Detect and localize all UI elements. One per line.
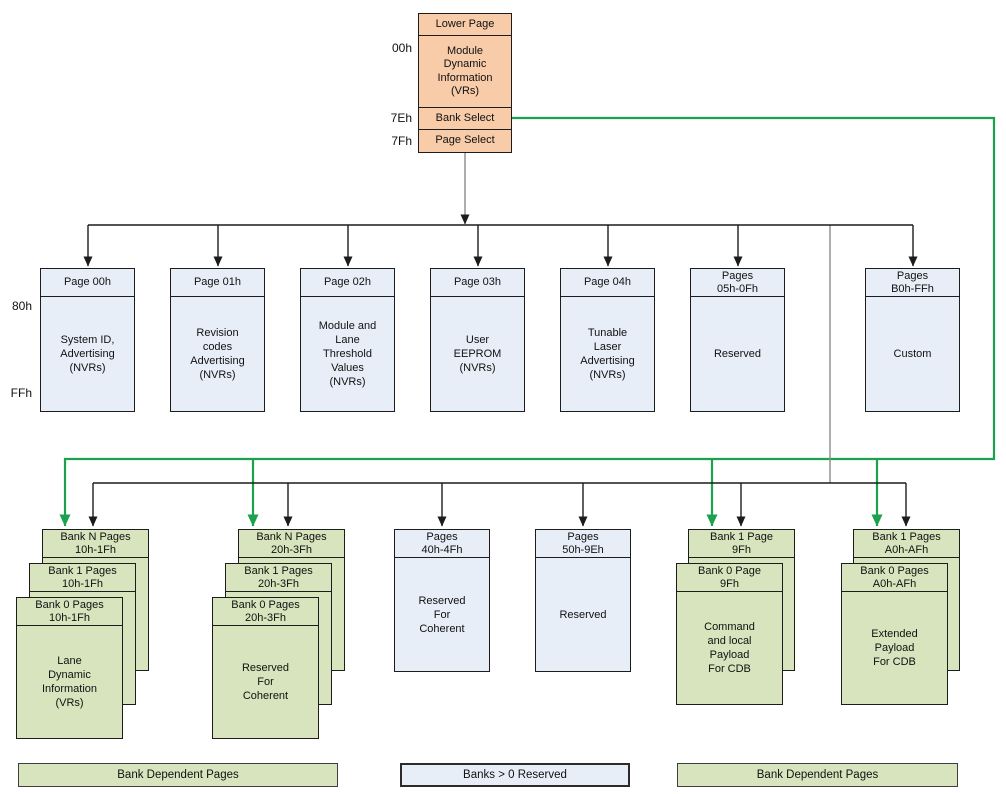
bank-card-body: Command and local Payload For CDB [704,621,755,675]
upper-page-header: Pages B0h-FFh [866,269,959,297]
page-range-body: Reserved [559,608,607,621]
upper-page-box-03h: Page 03h User EEPROM (NVRs) [430,268,525,412]
upper-page-body: Tunable Laser Advertising (NVRs) [580,327,635,381]
upper-page-header: Page 00h [41,269,134,297]
bank-select-cell: Bank Select [419,108,511,130]
bank-card-header: Bank 0 Page 9Fh [677,564,782,592]
page-range-header: Pages 50h-9Eh [536,530,630,558]
addr-label-7fh: 7Fh [391,134,412,148]
upper-page-header: Pages 05h-0Fh [691,269,784,297]
upper-page-header: Page 04h [561,269,654,297]
addr-label-80h: 80h [11,299,32,313]
page-range-header: Pages 40h-4Fh [395,530,489,558]
upper-page-header: Page 01h [171,269,264,297]
bank-card-header: Bank 0 Pages 20h-3Fh [213,598,318,626]
upper-page-header: Page 03h [431,269,524,297]
module-dynamic-info-cell: Module Dynamic Information (VRs) [419,36,511,108]
upper-page-body: Reserved [713,348,762,360]
addr-label-7eh: 7Eh [390,111,412,125]
upper-page-box-04h: Page 04h Tunable Laser Advertising (NVRs… [560,268,655,412]
upper-page-header: Page 02h [301,269,394,297]
bank-card-header: Bank N Pages 20h-3Fh [239,530,344,558]
upper-page-body: Module and Lane Threshold Values (NVRs) [318,320,377,388]
upper-page-body: Custom [893,348,932,360]
lower-page-title: Lower Page [419,14,511,36]
bank-card-header: Bank 1 Page 9Fh [689,530,794,558]
pages-40h-4fh-box: Pages 40h-4Fh Reserved For Coherent [394,529,490,672]
bank-card-header: Bank 1 Pages 10h-1Fh [30,564,135,592]
bank-card-body: Reserved For Coherent [241,662,290,702]
upper-page-box-b0h-ffh: Pages B0h-FFh Custom [865,268,960,412]
bank-card-header: Bank 0 Pages 10h-1Fh [17,598,122,626]
upper-page-body: Revision codes Advertising (NVRs) [190,327,245,381]
upper-page-box-00h: Page 00h System ID, Advertising (NVRs) [40,268,135,412]
addr-label-ffh: FFh [10,386,32,400]
legend-bank-dependent-left: Bank Dependent Pages [18,763,338,787]
bank-card-body: Extended Payload For CDB [871,628,918,668]
page-range-body: Reserved For Coherent [418,594,466,635]
page-select-cell: Page Select [435,134,495,147]
bank-0-pages-20h-card: Bank 0 Pages 20h-3Fh Reserved For Cohere… [212,597,319,739]
bank-card-header: Bank N Pages 10h-1Fh [43,530,148,558]
addr-label-00h: 00h [391,41,412,55]
upper-page-box-02h: Page 02h Module and Lane Threshold Value… [300,268,395,412]
legend-bank-dependent-right: Bank Dependent Pages [677,763,958,787]
bank-card-header: Bank 1 Pages A0h-AFh [854,530,959,558]
lower-page-box: Lower Page Module Dynamic Information (V… [418,13,512,153]
upper-page-box-05h-0fh: Pages 05h-0Fh Reserved [690,268,785,412]
bank-0-pages-10h-card: Bank 0 Pages 10h-1Fh Lane Dynamic Inform… [16,597,123,739]
pages-50h-9eh-box: Pages 50h-9Eh Reserved [535,529,631,672]
bank-card-body: Lane Dynamic Information (VRs) [41,655,98,709]
bank-card-header: Bank 0 Pages A0h-AFh [842,564,947,592]
upper-page-body: User EEPROM (NVRs) [453,334,502,374]
legend-banks-reserved: Banks > 0 Reserved [400,763,630,787]
bank-0-page-9fh-card: Bank 0 Page 9Fh Command and local Payloa… [676,563,783,705]
upper-page-box-01h: Page 01h Revision codes Advertising (NVR… [170,268,265,412]
bank-card-header: Bank 1 Pages 20h-3Fh [226,564,331,592]
bank-0-pages-a0h-card: Bank 0 Pages A0h-AFh Extended Payload Fo… [841,563,948,705]
upper-page-body: System ID, Advertising (NVRs) [60,334,115,374]
